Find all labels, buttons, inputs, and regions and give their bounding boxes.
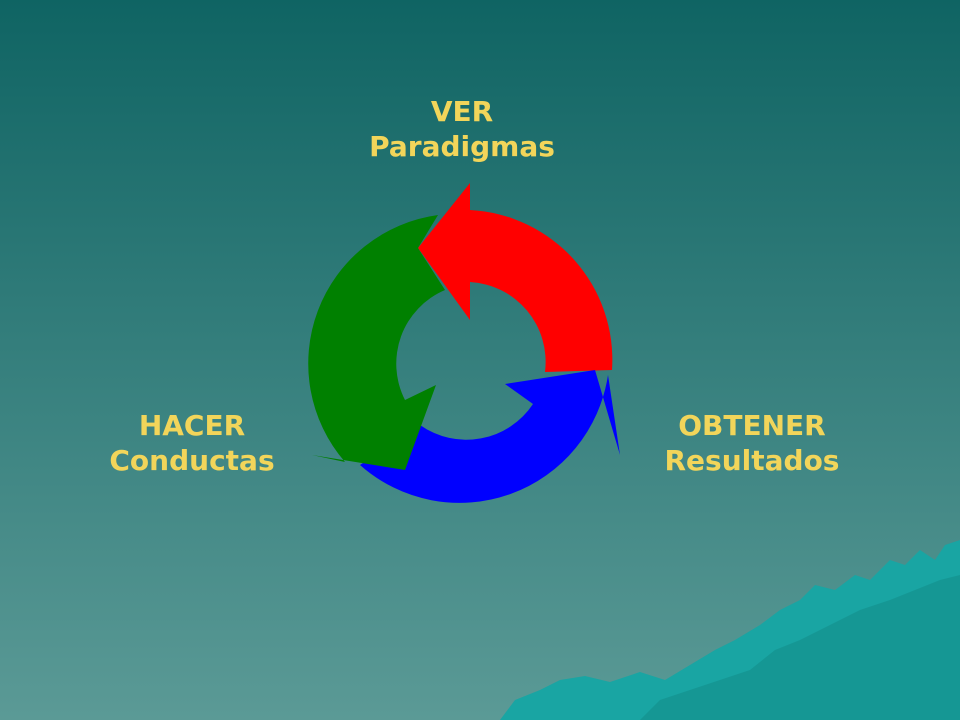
node-ver-label: VER Paradigmas bbox=[332, 94, 592, 164]
red-cycle-arrow bbox=[418, 183, 613, 372]
green-cycle-arrow bbox=[308, 215, 445, 470]
node-obtener-label: OBTENER Resultados bbox=[622, 408, 882, 478]
node-ver-title: VER bbox=[430, 95, 494, 128]
node-hacer-title: HACER bbox=[138, 409, 246, 442]
blue-cycle-arrow bbox=[360, 370, 620, 503]
node-hacer-subtitle: Conductas bbox=[109, 444, 275, 477]
node-obtener-subtitle: Resultados bbox=[664, 444, 840, 477]
node-hacer-label: HACER Conductas bbox=[62, 408, 322, 478]
node-obtener-title: OBTENER bbox=[678, 409, 826, 442]
node-ver-subtitle: Paradigmas bbox=[369, 130, 555, 163]
mountain-shadow bbox=[640, 575, 960, 720]
